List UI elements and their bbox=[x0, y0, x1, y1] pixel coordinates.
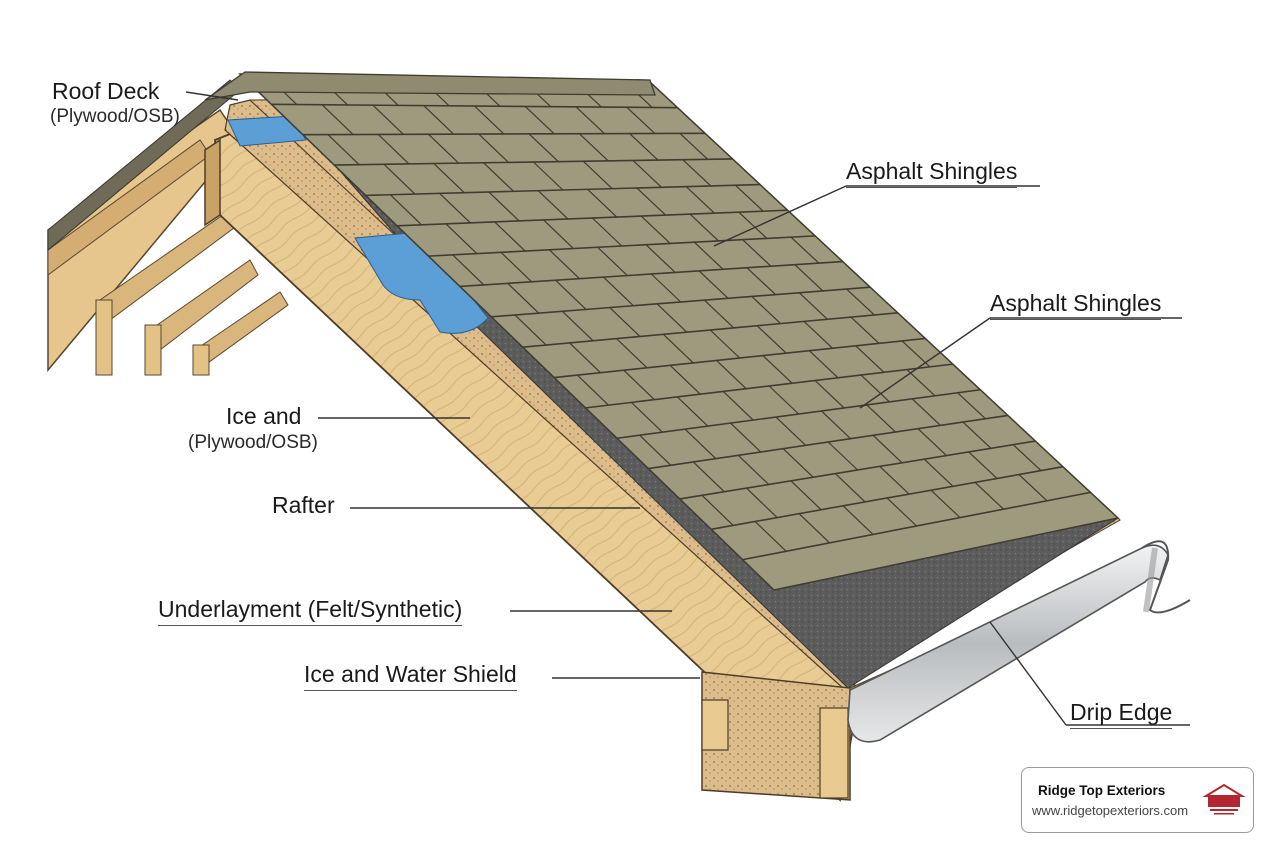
company-badge: Ridge Top Exteriors www.ridgetopexterior… bbox=[1021, 767, 1254, 833]
label-asphalt-shingles-1: Asphalt Shingles bbox=[846, 158, 1018, 188]
label-drip-edge: Drip Edge bbox=[1070, 699, 1173, 729]
label-ice-and: Ice and bbox=[226, 403, 302, 429]
label-asphalt-shingles-2: Asphalt Shingles bbox=[990, 290, 1162, 320]
label-roof-deck: Roof Deck bbox=[52, 78, 160, 104]
leader-lines bbox=[185, 91, 1190, 726]
company-name: Ridge Top Exteriors bbox=[1038, 783, 1166, 798]
label-roof-deck-sub: (Plywood/OSB) bbox=[50, 106, 180, 127]
label-rafter: Rafter bbox=[272, 492, 335, 518]
ice-and-water-shield bbox=[227, 115, 489, 334]
company-url: www.ridgetopexteriors.com bbox=[1032, 803, 1189, 818]
ridge-cap bbox=[204, 71, 656, 101]
label-underlayment: Underlayment (Felt/Synthetic) bbox=[158, 596, 463, 626]
interior-rafters bbox=[47, 79, 289, 376]
label-ice-water-shield: Ice and Water Shield bbox=[304, 661, 517, 691]
label-ice-and-sub: (Plywood/OSB) bbox=[188, 432, 318, 453]
asphalt-shingles bbox=[240, 74, 1118, 590]
company-logo bbox=[1202, 783, 1246, 815]
drip-edge-gutter bbox=[847, 540, 1191, 743]
